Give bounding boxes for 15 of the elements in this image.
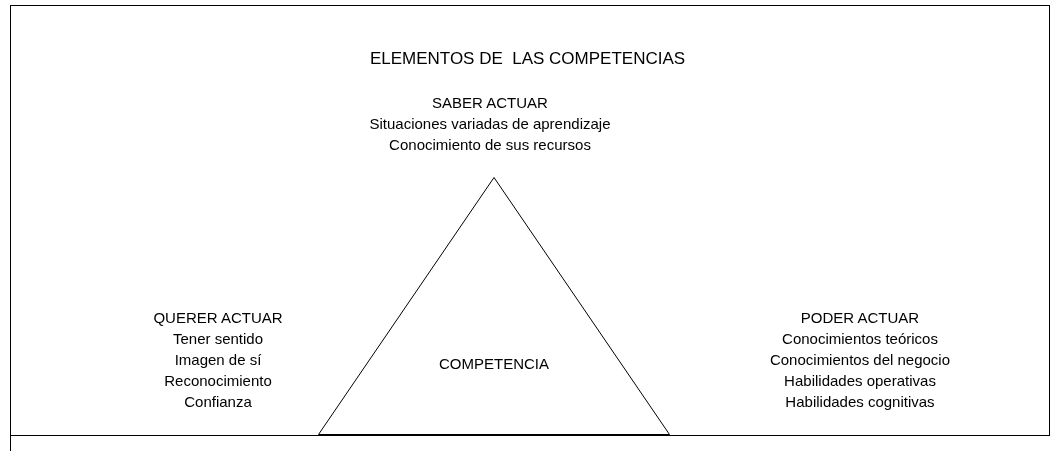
label-text: Conocimientos teóricos [782, 330, 938, 348]
label-text: QUERER ACTUAR [153, 309, 283, 327]
label-text: Confianza [184, 393, 252, 411]
diagram-title: ELEMENTOS DE LAS COMPETENCIAS [368, 49, 687, 69]
label-text: Situaciones variadas de aprendizaje [369, 115, 611, 133]
label-text: Habilidades operativas [784, 372, 936, 390]
label-text: Habilidades cognitivas [785, 393, 935, 411]
label-text: Imagen de sí [174, 351, 262, 369]
label-text: Reconocimiento [164, 372, 272, 390]
label-text: Conocimiento de sus recursos [389, 136, 591, 154]
node-label: COMPETENCIA [438, 355, 550, 372]
label-text: PODER ACTUAR [800, 309, 920, 327]
label-text: Conocimientos del negocio [769, 351, 951, 369]
label-text: Tener sentido [172, 330, 264, 348]
label-text: SABER ACTUAR [432, 94, 548, 112]
